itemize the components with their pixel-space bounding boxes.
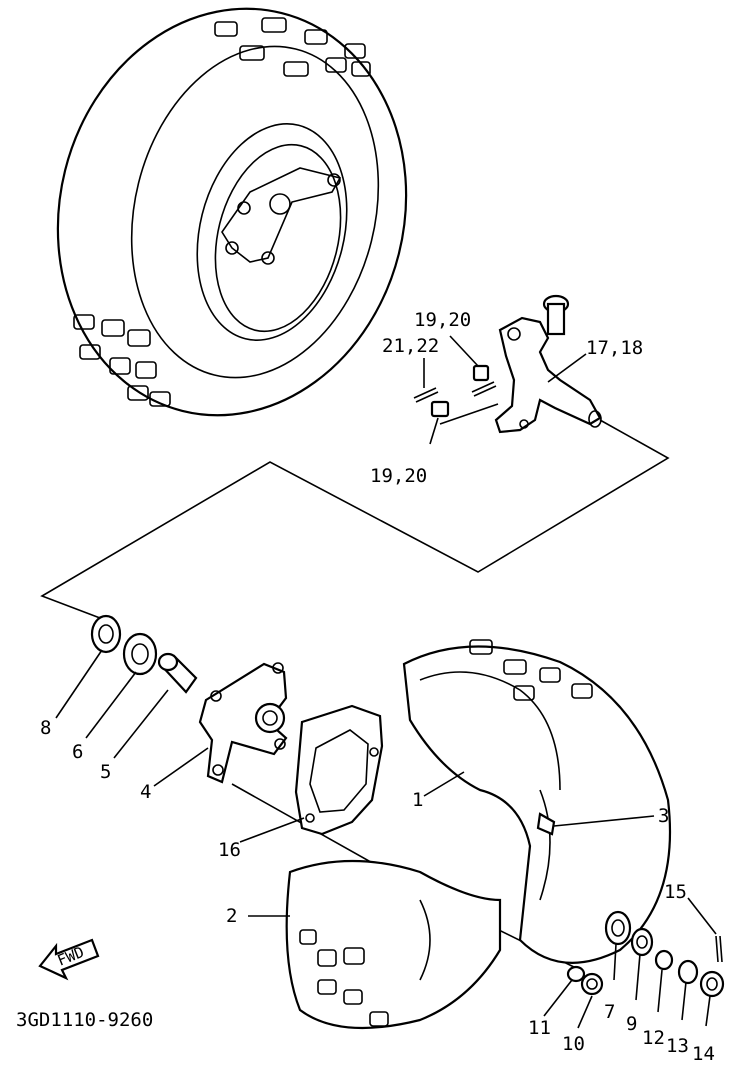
spacer-5 xyxy=(157,652,198,694)
label-17-18: 17,18 xyxy=(586,337,643,359)
wheel-hub-4 xyxy=(198,662,288,784)
label-1: 1 xyxy=(412,789,423,811)
cotter-pins-21-22 xyxy=(413,381,497,403)
label-8: 8 xyxy=(40,717,51,739)
label-11: 11 xyxy=(528,1017,551,1039)
label-4: 4 xyxy=(140,781,151,803)
tread-blocks-bottom xyxy=(299,639,593,1027)
fwd-arrow-icon: FWD xyxy=(38,938,100,981)
valve-3 xyxy=(536,812,556,836)
assembled-wheel xyxy=(56,7,408,417)
steering-knuckle xyxy=(494,294,602,434)
nuts-19-20 xyxy=(430,364,490,418)
rim-half-2 xyxy=(285,859,502,1030)
nut-10 xyxy=(580,972,604,996)
cotter-pin-15 xyxy=(715,935,723,963)
label-13: 13 xyxy=(666,1035,689,1057)
label-19-20-top: 19,20 xyxy=(414,309,471,331)
callout-labels: 8 6 5 4 16 1 3 2 11 10 7 9 12 13 14 15 1… xyxy=(16,309,715,1065)
label-7: 7 xyxy=(604,1001,615,1023)
washer-11 xyxy=(566,965,586,983)
hub-assembled xyxy=(221,167,342,265)
washer-13 xyxy=(677,959,699,985)
label-10: 10 xyxy=(562,1033,585,1055)
oil-seal-8 xyxy=(90,614,122,654)
label-9: 9 xyxy=(626,1013,637,1035)
tread-blocks-top xyxy=(73,17,371,407)
washer-12 xyxy=(654,949,674,971)
seal-9 xyxy=(630,927,654,957)
label-2: 2 xyxy=(226,905,237,927)
label-16: 16 xyxy=(218,839,241,861)
label-19-20-bottom: 19,20 xyxy=(370,465,427,487)
part-code: 3GD1110-9260 xyxy=(16,1009,153,1031)
label-14: 14 xyxy=(692,1043,715,1065)
label-6: 6 xyxy=(72,741,83,763)
nut-14 xyxy=(699,970,725,998)
bearing-7 xyxy=(604,910,632,946)
label-5: 5 xyxy=(100,761,111,783)
leader-lines xyxy=(55,335,717,1029)
gasket-16 xyxy=(294,704,384,836)
bearing-6 xyxy=(122,632,158,676)
label-12: 12 xyxy=(642,1027,665,1049)
label-3: 3 xyxy=(658,805,669,827)
label-21-22: 21,22 xyxy=(382,335,439,357)
label-15: 15 xyxy=(664,881,687,903)
